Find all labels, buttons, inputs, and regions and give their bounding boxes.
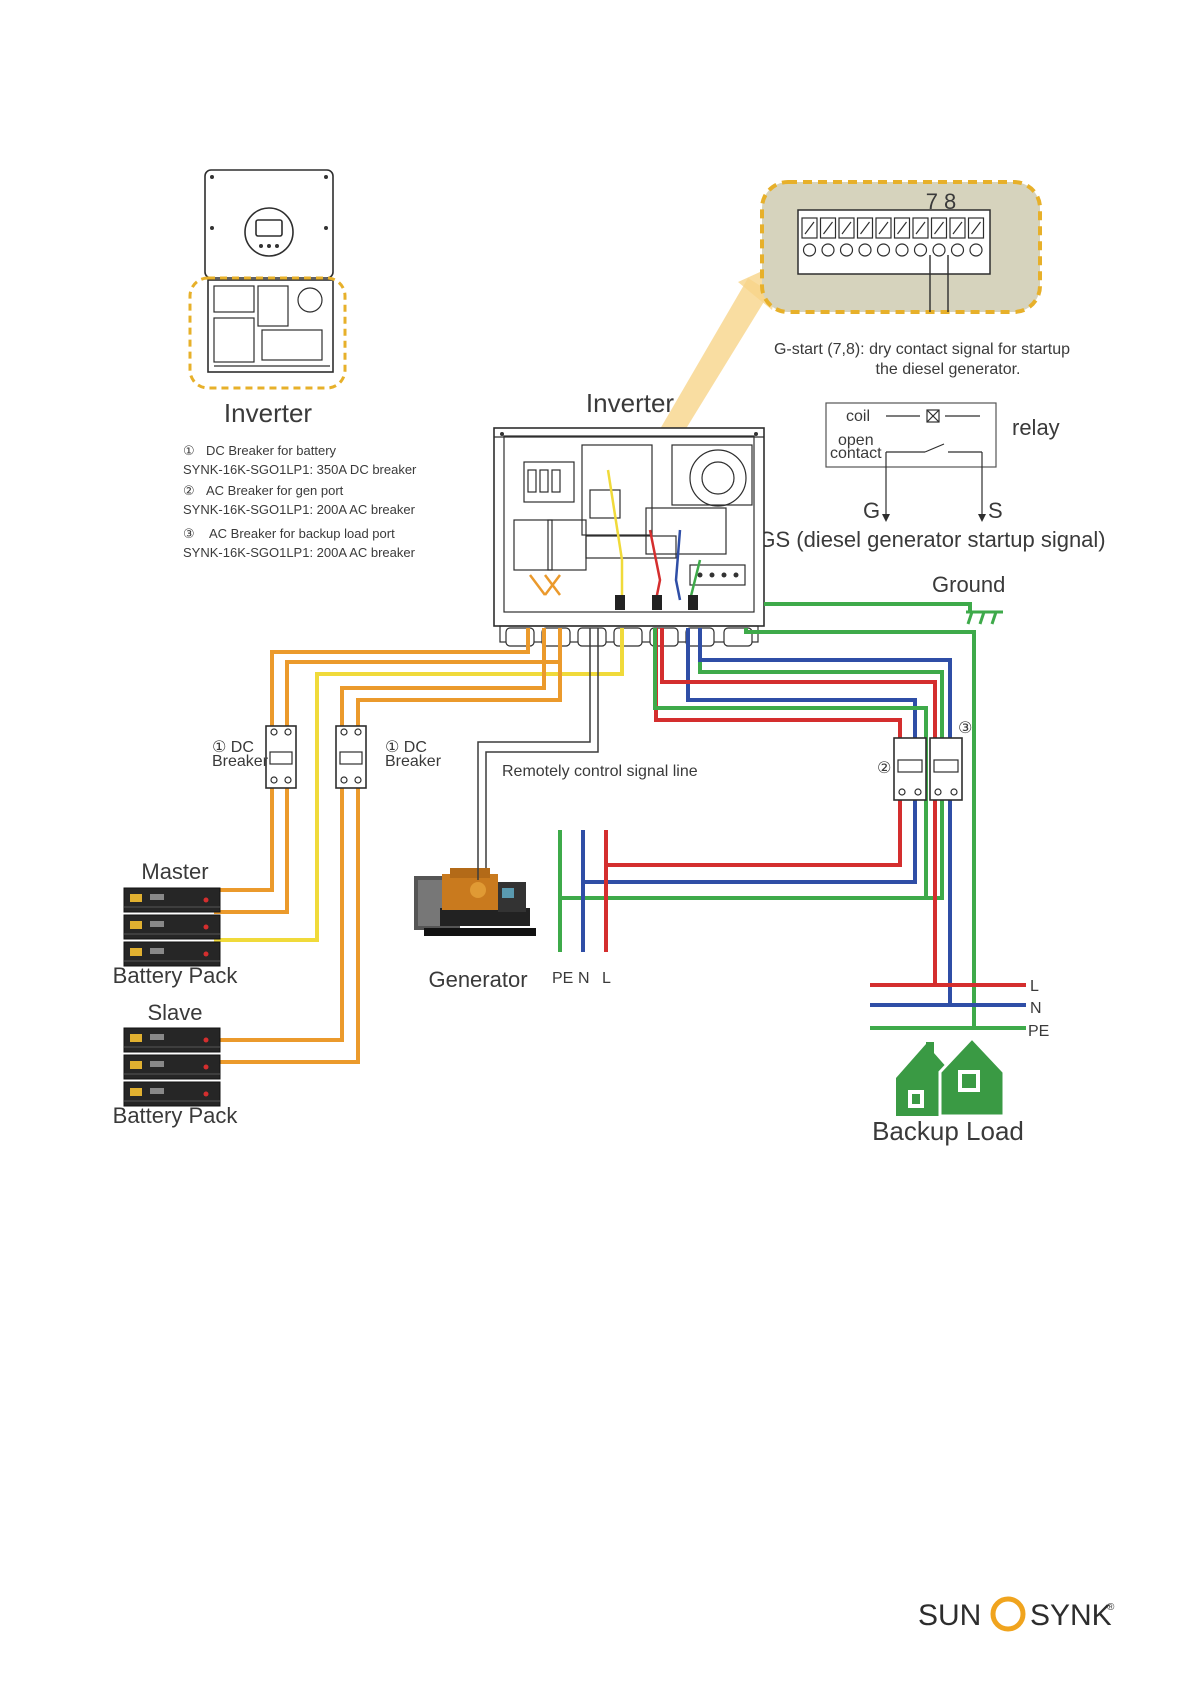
legend-num: ①	[183, 443, 195, 458]
ac-wires	[558, 602, 1026, 1030]
terminal-numbers: 7 8	[926, 189, 957, 214]
relay-contact-label: contact	[830, 445, 882, 462]
relay-s-label: S	[988, 498, 1003, 523]
ground-label: Ground	[932, 572, 1005, 597]
battery-wires	[214, 628, 624, 1064]
load-n-label: N	[1030, 1000, 1042, 1017]
legend-title: DC Breaker for battery	[206, 443, 337, 458]
legend-title: AC Breaker for gen port	[206, 483, 344, 498]
legend-detail: SYNK-16K-SGO1LP1: 200A AC breaker	[183, 545, 416, 560]
legend-detail: SYNK-16K-SGO1LP1: 350A DC breaker	[183, 462, 417, 477]
breaker-legend: ① DC Breaker for battery SYNK-16K-SGO1LP…	[183, 443, 417, 560]
gen-pe-label: PE	[552, 970, 573, 987]
inverter-front-icon	[188, 169, 347, 390]
dc-breaker-right-1: ① DC	[385, 739, 427, 756]
load-l-label: L	[1030, 978, 1039, 995]
inverter-main-label: Inverter	[586, 388, 674, 418]
gs-signal-label: GS (diesel generator startup signal)	[758, 527, 1105, 552]
relay-open-label: open	[838, 432, 874, 449]
house-icon	[896, 1035, 1006, 1118]
generator-label: Generator	[428, 967, 527, 992]
diesel-generator-icon	[414, 868, 536, 936]
slave-label: Slave	[147, 1000, 202, 1025]
gstart-line-1: G-start (7,8): dry contact signal for st…	[774, 341, 1070, 358]
gen-l-label: L	[602, 970, 611, 987]
cable-gland	[577, 627, 607, 647]
sunsynk-logo-icon: SUN SYNK ®	[918, 1596, 1115, 1632]
dc-breaker-left-1: ① DC	[212, 739, 254, 756]
load-pe-label: PE	[1028, 1023, 1049, 1040]
inverter-wiring-icon	[493, 427, 765, 647]
zoom-arrow	[642, 278, 770, 460]
ground-icon	[966, 610, 1003, 625]
dc-breaker-right-2: Breaker	[385, 753, 442, 770]
relay-g-label: G	[863, 498, 880, 523]
battery-module-icon	[123, 887, 221, 967]
remote-signal-label: Remotely control signal line	[502, 763, 698, 780]
brand-mark: ®	[1107, 1602, 1115, 1613]
cable-gland	[613, 627, 643, 647]
marker-3: ③	[958, 720, 972, 737]
battery-module-icon	[123, 1027, 221, 1107]
breaker-icon	[929, 737, 963, 801]
legend-num: ③	[183, 526, 195, 541]
master-label: Master	[141, 859, 208, 884]
breaker-icon	[335, 725, 367, 789]
battery-pack-2-label: Battery Pack	[113, 1103, 239, 1128]
brand-right: SYNK	[1030, 1599, 1112, 1632]
marker-2: ②	[877, 760, 891, 777]
breaker-icon	[265, 725, 297, 789]
relay-icon	[825, 402, 997, 522]
backup-load-label: Backup Load	[872, 1116, 1024, 1146]
inverter-top-label: Inverter	[224, 398, 312, 428]
wiring-area-highlight	[188, 276, 347, 390]
legend-num: ②	[183, 483, 195, 498]
cable-gland	[541, 627, 571, 647]
breaker-icon	[893, 737, 927, 801]
relay-label: relay	[1012, 415, 1060, 440]
battery-pack-1-label: Battery Pack	[113, 963, 239, 988]
legend-detail: SYNK-16K-SGO1LP1: 200A AC breaker	[183, 502, 416, 517]
gstart-line-2: the diesel generator.	[876, 361, 1021, 378]
relay-coil-label: coil	[846, 408, 870, 425]
terminal-block-icon	[760, 180, 1042, 314]
brand-left: SUN	[918, 1599, 981, 1632]
dc-breaker-left-2: Breaker	[212, 753, 269, 770]
legend-title: AC Breaker for backup load port	[209, 526, 395, 541]
gen-n-label: N	[578, 970, 590, 987]
